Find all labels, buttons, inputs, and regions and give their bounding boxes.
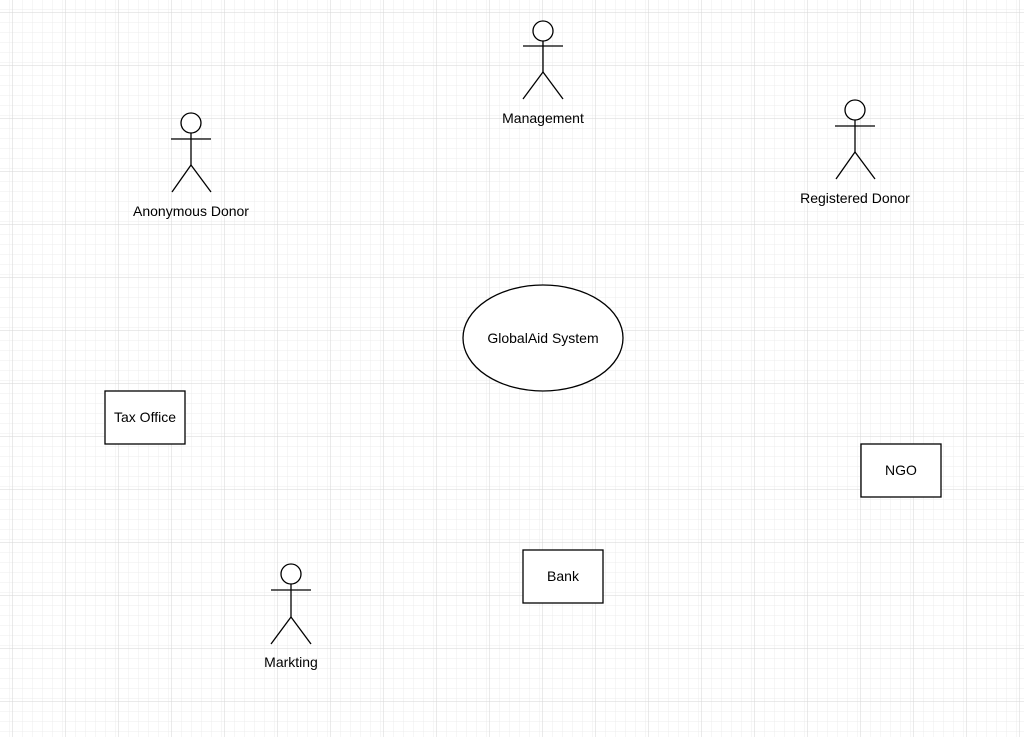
actor-left-leg bbox=[835, 151, 856, 180]
box-rect bbox=[104, 390, 186, 445]
box-ngo-label: NGO bbox=[885, 462, 917, 478]
actor-right-leg bbox=[854, 151, 876, 180]
box-tax-office[interactable]: Tax Office bbox=[104, 390, 186, 445]
use-case-ellipse bbox=[462, 284, 624, 392]
use-case-globalaid-system[interactable]: GlobalAid System bbox=[462, 284, 624, 392]
actor-left-leg bbox=[270, 616, 292, 645]
use-case-label: GlobalAid System bbox=[487, 330, 598, 346]
actor-head bbox=[280, 563, 302, 585]
actor-markting[interactable]: Markting bbox=[264, 563, 318, 670]
actor-anonymous-donor[interactable]: Anonymous Donor bbox=[133, 112, 249, 219]
actor-head bbox=[532, 20, 554, 42]
box-tax-office-label: Tax Office bbox=[114, 409, 176, 425]
actor-right-leg bbox=[542, 71, 564, 100]
actor-left-leg bbox=[522, 71, 544, 100]
actor-registered-donor-label: Registered Donor bbox=[800, 190, 910, 206]
actor-right-leg bbox=[190, 164, 212, 193]
actor-left-leg bbox=[171, 164, 192, 193]
box-rect bbox=[860, 443, 942, 498]
actor-anonymous-donor-label: Anonymous Donor bbox=[133, 203, 249, 219]
box-bank[interactable]: Bank bbox=[522, 549, 604, 604]
actor-head bbox=[180, 112, 202, 134]
box-rect bbox=[522, 549, 604, 604]
box-bank-label: Bank bbox=[547, 568, 580, 584]
actor-right-leg bbox=[290, 616, 312, 645]
actor-head bbox=[844, 99, 866, 121]
actor-management-label: Management bbox=[502, 110, 584, 126]
actor-markting-label: Markting bbox=[264, 654, 318, 670]
actor-registered-donor[interactable]: Registered Donor bbox=[800, 99, 910, 206]
actor-management[interactable]: Management bbox=[502, 20, 584, 126]
box-ngo[interactable]: NGO bbox=[860, 443, 942, 498]
